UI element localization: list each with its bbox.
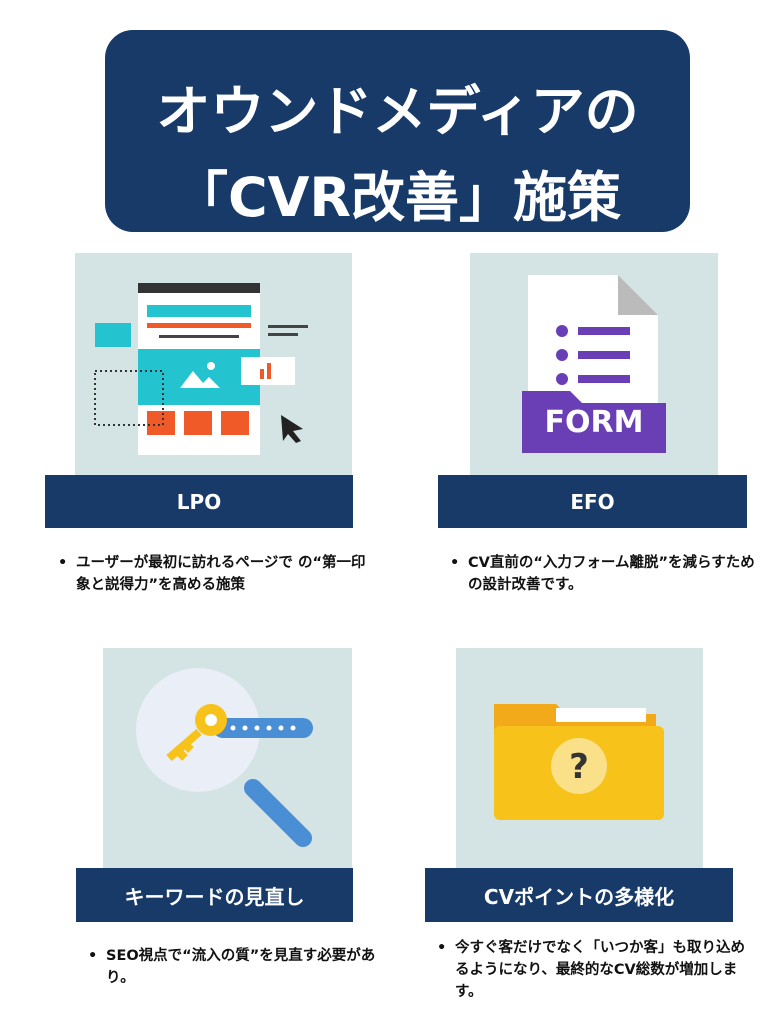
key-magnifier-icon [103, 648, 352, 868]
folder-question-icon: ? [456, 648, 703, 868]
card-label-efo: EFO [438, 475, 747, 528]
form-document-icon: FORM [470, 253, 718, 475]
title-line-2: 「CVR改善」施策 [173, 166, 621, 229]
landing-page-icon [75, 253, 352, 475]
card-text-lpo: ユーザーが最初に訪れるページで の“第一印象と説得力”を高める施策 [58, 552, 376, 596]
title-line-1: オウンドメディアの [156, 80, 639, 143]
card-text-efo: CV直前の“入力フォーム離脱”を減らすための設計改善です。 [450, 552, 768, 596]
card-label-cv-points: CVポイントの多様化 [425, 868, 733, 922]
card-text-cv-points: 今すぐ客だけでなく「いつか客」も取り込めるようになり、最終的なCV総数が増加しま… [437, 937, 745, 1003]
form-label: FORM [544, 405, 644, 440]
svg-text:?: ? [569, 747, 589, 787]
title-banner: オウンドメディアの 「CVR改善」施策 [105, 30, 690, 232]
card-label-lpo: LPO [45, 475, 353, 528]
card-label-keyword: キーワードの見直し [76, 868, 353, 922]
card-text-keyword: SEO視点で“流入の質”を見直す必要があり。 [88, 945, 396, 989]
